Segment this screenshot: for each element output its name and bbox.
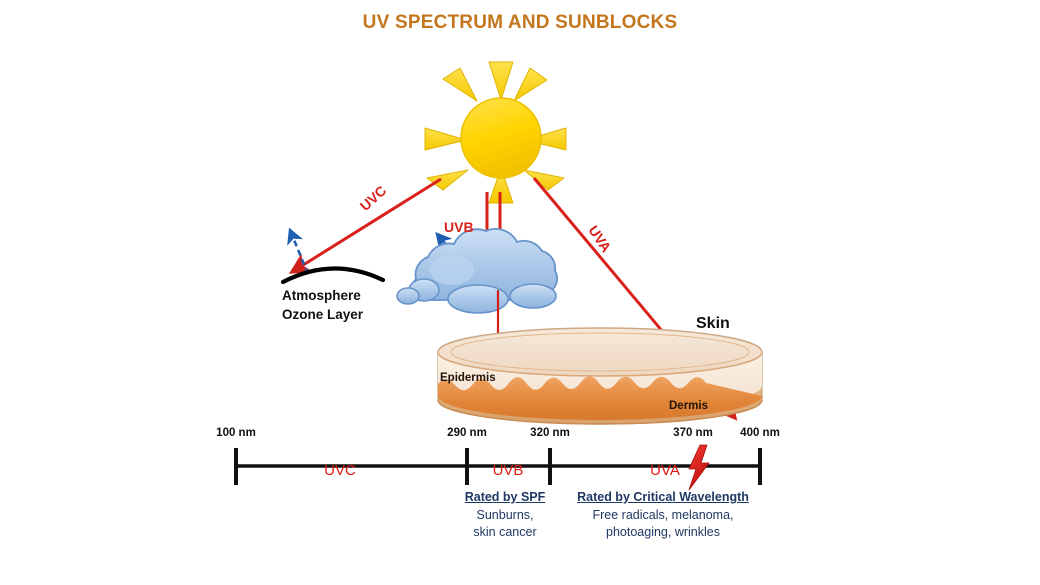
band-label-uva: UVA (650, 462, 680, 479)
note-spf-line2: skin cancer (473, 524, 537, 539)
note-spf-line1: Sunburns, (476, 507, 534, 522)
note-cw-heading: Rated by Critical Wavelength (577, 490, 749, 504)
ozone-layer-label: Ozone Layer (282, 307, 364, 323)
band-label-uvc: UVC (324, 462, 356, 479)
spectrum-axis (234, 448, 762, 485)
lightning-bolt-icon (688, 444, 710, 491)
skin-label: Skin (696, 315, 730, 332)
tick-label-100nm: 100 nm (216, 427, 256, 439)
note-cw-line1: Free radicals, melanoma, (592, 507, 734, 522)
sun-icon (424, 61, 567, 204)
note-spf-heading: Rated by SPF (464, 490, 546, 504)
cloud-icon (396, 228, 558, 314)
tick-label-290nm: 290 nm (447, 427, 487, 439)
ozone-layer-caption: Atmosphere Ozone Layer (282, 286, 363, 324)
uvc-ray-arrow (288, 177, 442, 274)
band-label-uvb: UVB (492, 462, 524, 479)
tick-label-400nm: 400 nm (740, 427, 780, 439)
note-spf: Rated by SPF Sunburns, skin cancer (465, 489, 546, 541)
dermis-label: Dermis (669, 400, 708, 412)
tick-label-370nm: 370 nm (673, 427, 713, 439)
page-title: UV SPECTRUM AND SUNBLOCKS (362, 12, 678, 33)
note-critical-wavelength: Rated by Critical Wavelength Free radica… (577, 489, 749, 541)
note-cw-line2: photoaging, wrinkles (606, 524, 720, 539)
skin-diagram (437, 327, 763, 425)
ozone-layer-arc (280, 266, 386, 285)
uvb-label: UVB (444, 219, 474, 235)
tick-label-320nm: 320 nm (530, 427, 570, 439)
atmosphere-label: Atmosphere (282, 288, 361, 303)
epidermis-label: Epidermis (440, 372, 496, 384)
uvc-reflection-arrow (287, 227, 310, 275)
